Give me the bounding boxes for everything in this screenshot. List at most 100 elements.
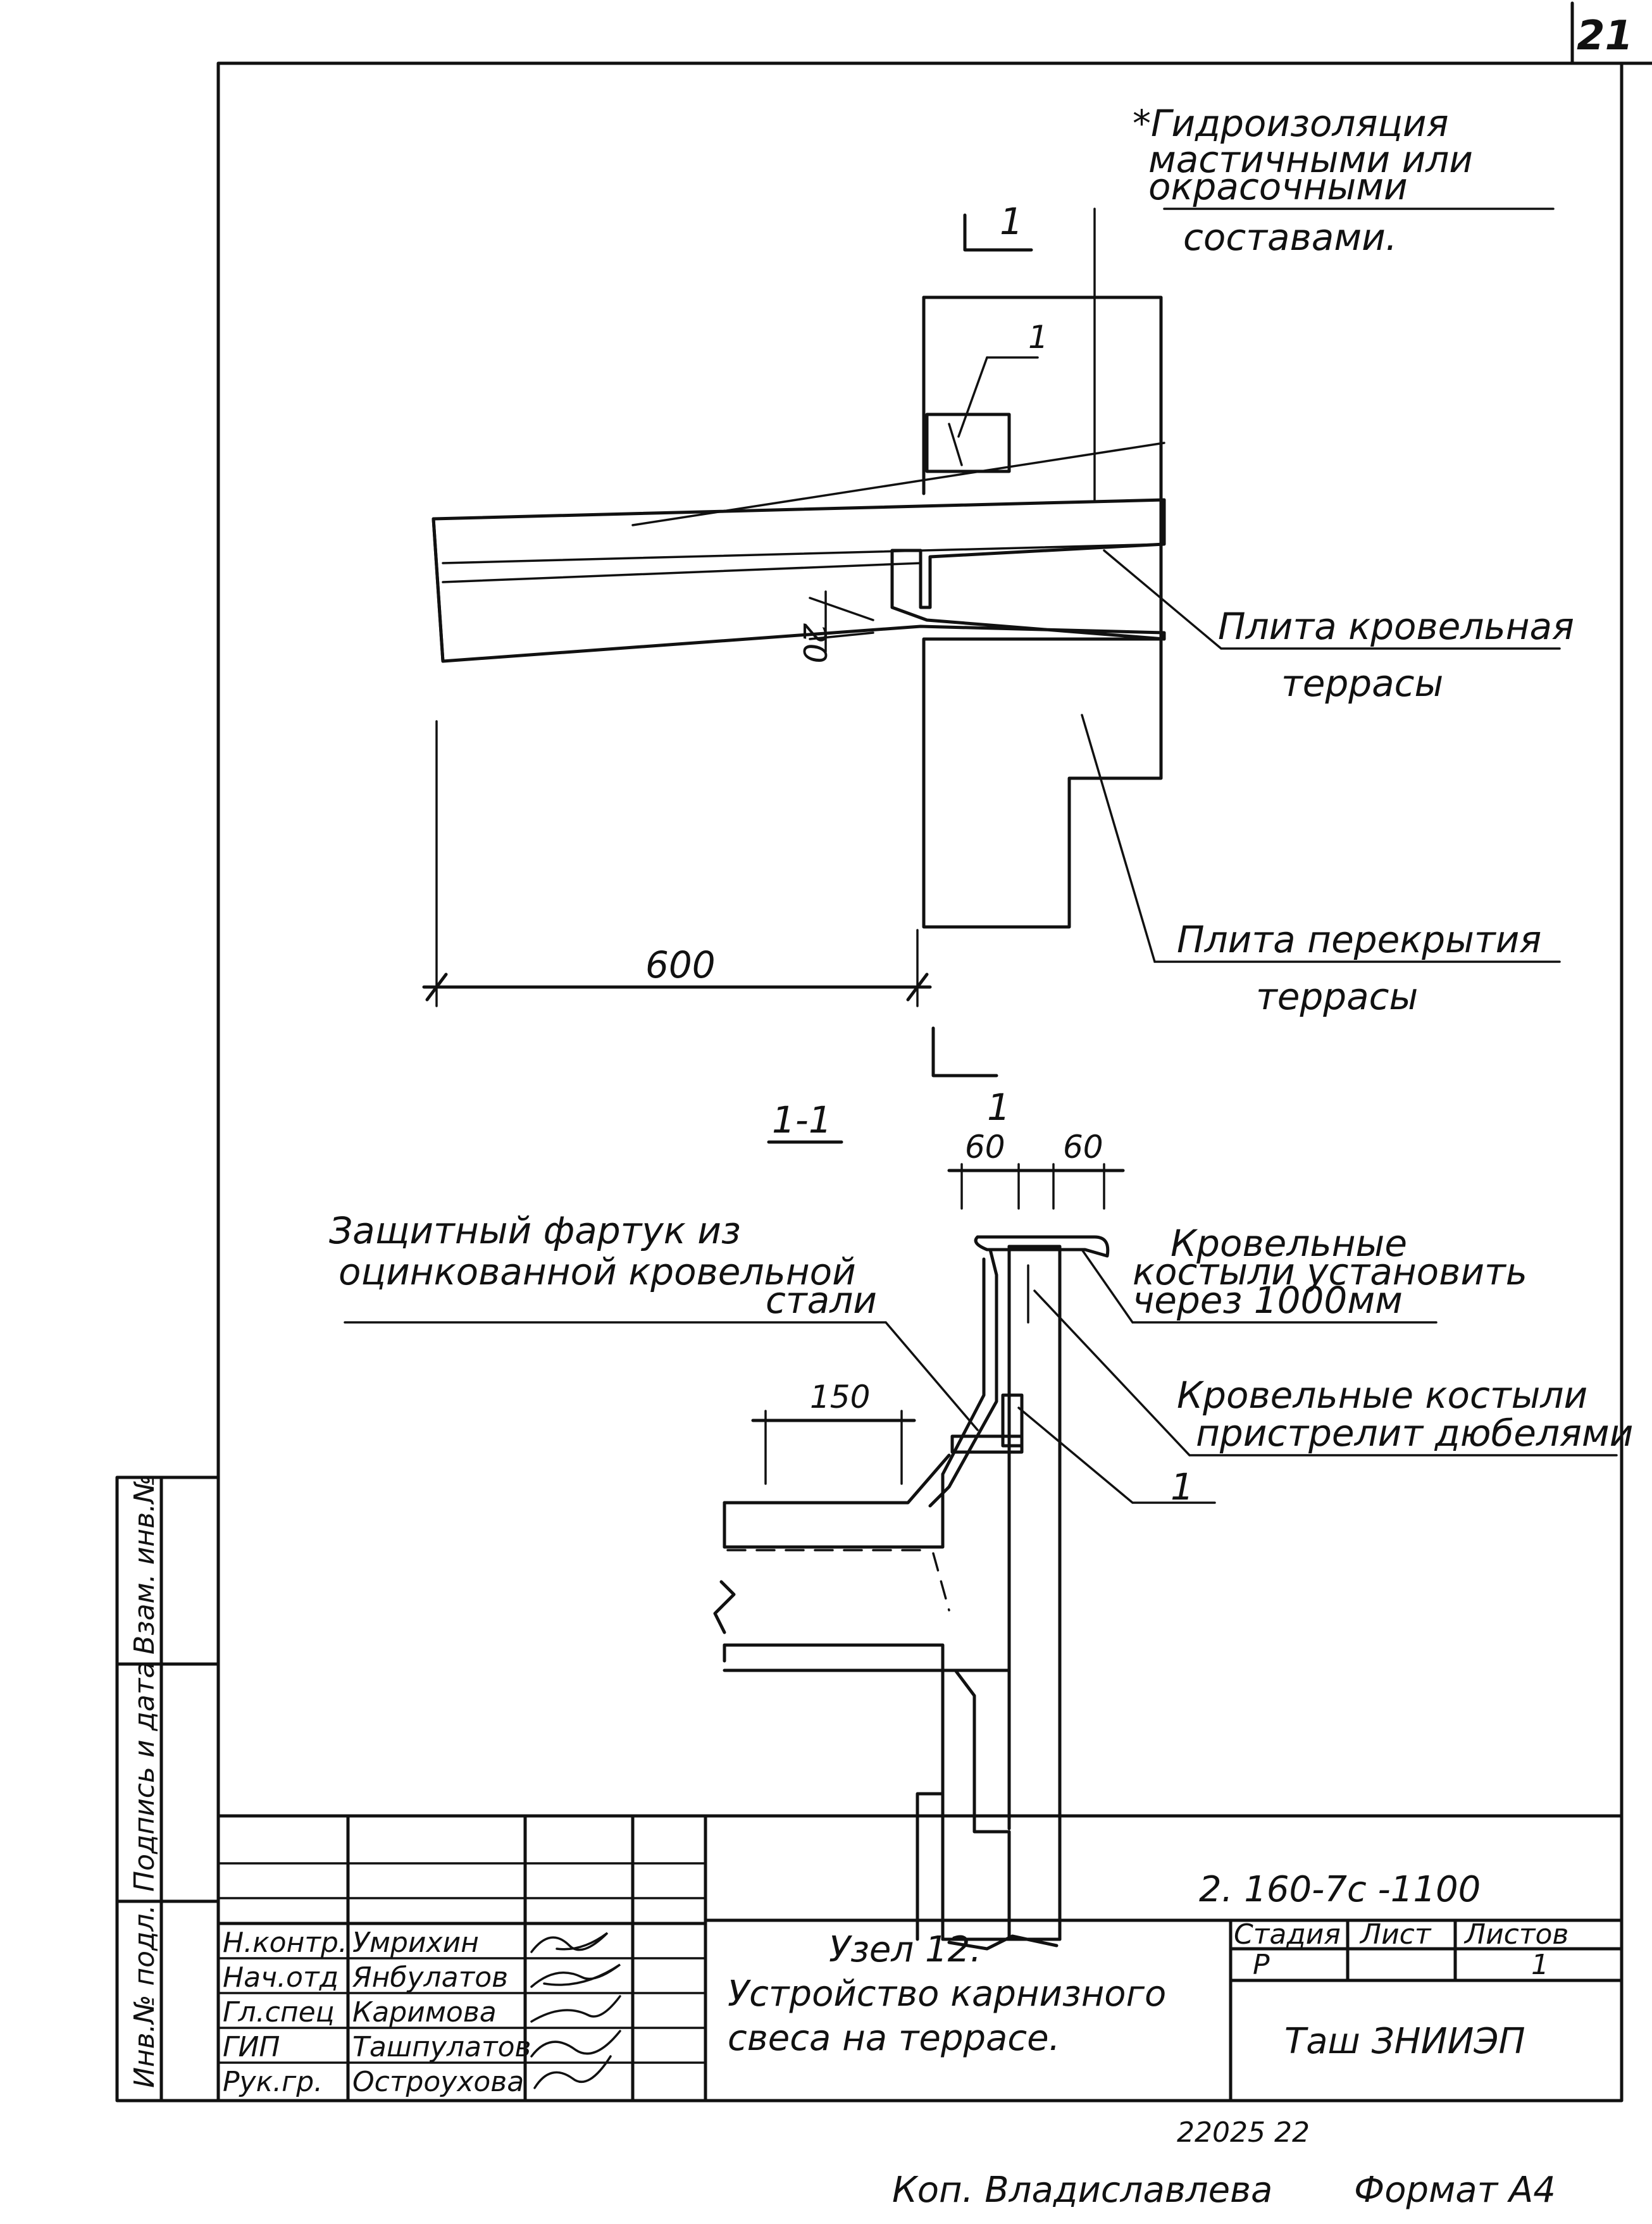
side-stamp-frame xyxy=(115,1475,220,2103)
organization: Таш ЗНИИЭП xyxy=(1284,2021,1525,2062)
dim-60-right-label: 60 xyxy=(1063,1129,1103,1165)
floor-slab-flange xyxy=(953,1668,1011,1941)
dashed-slab-edge xyxy=(932,1552,950,1612)
name-3: Каримова xyxy=(352,1996,497,2028)
roof-slab-end xyxy=(432,517,445,663)
dim-150-label: 150 xyxy=(810,1379,870,1415)
footer-copied-by: Коп. Владиславлева xyxy=(892,2170,1272,2211)
dim-600-tick-right xyxy=(906,972,929,1002)
roof-slab-label-line2: террасы xyxy=(1281,662,1443,705)
lower-detail xyxy=(344,1140,1618,1951)
title-line-2: Устройство карнизного xyxy=(728,1973,1166,2015)
section-cut-top-label: 1 xyxy=(1000,200,1023,243)
role-1: Н.контр. xyxy=(223,1927,347,1959)
sheet-frame xyxy=(216,1,1652,2103)
crutch-fix-leader xyxy=(1033,1289,1618,1457)
apron-label-line1: Защитный фартук из xyxy=(329,1209,741,1252)
dim-600-tick-left xyxy=(425,972,448,1002)
floor-slab-label-line1: Плита перекрытия xyxy=(1177,918,1541,961)
section-cut-bottom-label: 1 xyxy=(987,1086,1010,1129)
crutches-install-line2: костыли установить xyxy=(1133,1250,1527,1293)
name-5: Остроухова xyxy=(352,2066,524,2098)
roof-slab-label-line1: Плита кровельная xyxy=(1218,605,1574,648)
dim-20-line-b xyxy=(809,631,874,640)
anchor-plate xyxy=(925,413,1011,473)
role-3: Гл.спец xyxy=(223,1996,335,2028)
section-cut-bottom xyxy=(931,1026,998,1078)
item-label-top: 1 xyxy=(1028,319,1048,356)
roof-slab-leader xyxy=(1103,549,1561,650)
section-title: 1-1 xyxy=(772,1098,832,1141)
cap-flashing xyxy=(974,1235,1110,1258)
title-block-grid xyxy=(216,1814,1624,2103)
name-4: Ташпулатов xyxy=(352,2031,531,2063)
crutches-install-line1: Кровельные xyxy=(1171,1222,1407,1265)
role-4: ГИП xyxy=(223,2031,280,2063)
floor-slab-label-line2: террасы xyxy=(1256,975,1418,1018)
crutches-fix-line2: пристрелит дюбелями xyxy=(1196,1412,1633,1455)
dim-60-left-label: 60 xyxy=(965,1129,1005,1165)
parapet-outline xyxy=(922,295,1163,641)
role-5: Рук.гр. xyxy=(223,2066,323,2098)
title-line-3: свеса на террасе. xyxy=(728,2018,1060,2059)
upper-detail xyxy=(422,208,1561,1078)
sheet-header: Лист xyxy=(1359,1918,1432,1951)
dim-20-line-a xyxy=(809,597,874,621)
lower-detail-labels: 1-1 60 60 150 Защитный фартук из оцинков… xyxy=(329,1098,1633,1508)
designation: 2. 160-7с -1100 xyxy=(1199,1869,1481,1910)
item-label-bottom: 1 xyxy=(1171,1465,1194,1508)
footer-format: Формат А4 xyxy=(1354,2170,1556,2211)
page-number: 21 xyxy=(1577,13,1633,59)
name-2: Янбулатов xyxy=(352,1961,508,1994)
side-stamp xyxy=(115,1475,220,2103)
floor-slab-section xyxy=(723,1643,945,1941)
signatures xyxy=(530,1932,621,2089)
signature-1 xyxy=(530,1932,609,1953)
signature-4 xyxy=(530,2030,621,2058)
crutches-fix-line1: Кровельные костыли xyxy=(1177,1374,1587,1417)
side-stamp-replacement: Взам. инв.№ xyxy=(128,1474,161,1655)
signature-3 xyxy=(530,1995,621,2023)
side-stamp-signature: Подпись и дата xyxy=(128,1662,161,1892)
section-cut-top xyxy=(963,213,1033,252)
roof-slab-body xyxy=(723,1472,945,1549)
floor-slab-outline xyxy=(922,637,1163,929)
roof-slab-top xyxy=(723,1453,951,1505)
dim-600-label: 600 xyxy=(645,943,716,986)
waterproof-note-line2: мастичными или xyxy=(1148,138,1473,181)
waterproof-note-line1: *Гидроизоляция xyxy=(1133,102,1448,145)
signature-5 xyxy=(533,2055,612,2089)
anchor-angle xyxy=(950,1434,1024,1454)
sheets-header: Листов xyxy=(1463,1918,1568,1951)
waterproof-note-line4: составами. xyxy=(1183,216,1397,259)
break-mark-left xyxy=(713,1580,736,1634)
apron-label-line2: оцинкованной кровельной xyxy=(338,1250,856,1293)
waterproof-line xyxy=(631,442,1165,526)
upper-detail-labels: *Гидроизоляция мастичными или окрасочным… xyxy=(645,102,1574,1129)
crutch-install-leader xyxy=(1081,1248,1438,1324)
side-stamp-inventory: Инв.№ подл. xyxy=(128,1904,161,2088)
break-mark-bottom xyxy=(947,1934,1059,1951)
item-leader-top xyxy=(957,356,988,438)
role-2: Нач.отд xyxy=(223,1961,338,1994)
roof-slab-inner-line xyxy=(442,562,922,583)
parapet-wall-right xyxy=(1007,1245,1062,1941)
signature-2 xyxy=(530,1963,621,1988)
floor-slab-leader xyxy=(1081,714,1561,963)
anchor-plate-lower xyxy=(1001,1393,1024,1448)
name-1: Умрихин xyxy=(352,1927,479,1959)
item-leader-bottom xyxy=(1017,1407,1216,1504)
drawing-border xyxy=(216,61,1624,2103)
apron-leader xyxy=(344,1321,979,1431)
footer-number: 22025 22 xyxy=(1177,2116,1310,2149)
apron-inner xyxy=(941,1257,986,1476)
roof-slab-rib-line xyxy=(442,543,1165,564)
anchor-hatch xyxy=(948,423,963,466)
crutches-install-line3: через 1000мм xyxy=(1133,1279,1403,1322)
dim-20-label: 20 xyxy=(796,623,833,664)
stage-header: Стадия xyxy=(1234,1918,1341,1951)
sheets-value: 1 xyxy=(1531,1949,1549,1981)
stage-value: Р xyxy=(1253,1949,1270,1981)
apron-label-line3: стали xyxy=(766,1279,877,1322)
